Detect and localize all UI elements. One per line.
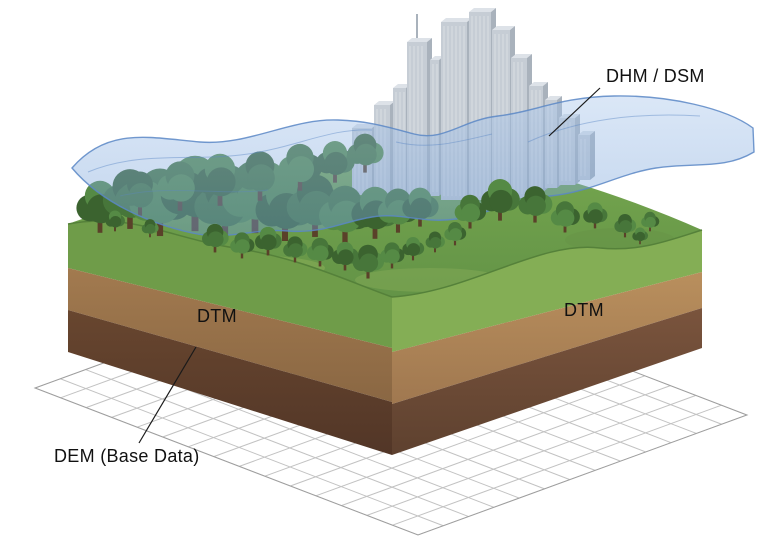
- building-roof: [545, 96, 562, 100]
- tree-canopy: [260, 234, 277, 251]
- tree: [632, 227, 649, 245]
- tree: [454, 194, 487, 229]
- annotations: DHM / DSM DTM DTM DEM (Base Data): [54, 66, 705, 466]
- tree-canopy: [312, 245, 329, 262]
- tree-canopy: [619, 220, 633, 234]
- left-face-tan-layer: [68, 268, 392, 402]
- tree: [641, 211, 660, 232]
- dsm-surface-fold: [87, 129, 373, 173]
- grid-line: [392, 404, 722, 526]
- tree: [583, 202, 608, 229]
- right-face-brown-layer: [392, 308, 702, 455]
- tree-canopy: [359, 253, 379, 273]
- terrain-front-right-edge: [391, 229, 703, 298]
- building-roof: [511, 54, 532, 58]
- building-roof: [492, 26, 515, 30]
- trees-front: [105, 179, 660, 279]
- dsm-leader-line: [548, 87, 601, 137]
- tree: [444, 221, 467, 246]
- building-roof: [430, 56, 444, 60]
- tree: [518, 186, 553, 223]
- tree-canopy: [588, 209, 603, 224]
- building-roof: [469, 8, 496, 12]
- tree-canopy: [109, 215, 122, 228]
- tree: [380, 242, 405, 269]
- tree: [550, 201, 580, 233]
- tree-canopy: [645, 216, 656, 228]
- grid-line: [315, 375, 646, 497]
- dsm-surface-sheet: [71, 95, 755, 237]
- dsm-surface-fold: [527, 114, 701, 143]
- tree: [352, 244, 385, 279]
- grid-line: [366, 394, 697, 516]
- dtm-left-label: DTM: [197, 306, 237, 326]
- building-roof: [441, 18, 472, 22]
- left-face-brown-layer: [68, 310, 392, 455]
- tree: [105, 210, 125, 232]
- dsm-label: DHM / DSM: [606, 66, 705, 86]
- tree: [255, 226, 282, 256]
- dsm-surface-fold: [395, 133, 493, 146]
- tree: [425, 231, 445, 253]
- tree-canopy: [337, 249, 354, 266]
- tree: [141, 219, 159, 238]
- tree: [402, 236, 425, 261]
- dtm-right-label: DTM: [564, 300, 604, 320]
- building-roof: [529, 82, 548, 86]
- tree: [230, 232, 255, 259]
- tree-canopy: [145, 223, 156, 234]
- tree-canopy: [461, 203, 481, 223]
- dsm-surface: [71, 95, 755, 237]
- grid-line: [341, 385, 671, 507]
- tree-canopy: [235, 239, 250, 254]
- building-roof: [374, 101, 395, 105]
- tree-canopy: [557, 209, 575, 227]
- tree: [332, 241, 359, 271]
- building-roof: [393, 84, 411, 88]
- building-front-face: [430, 60, 439, 196]
- dem-label: DEM (Base Data): [54, 446, 200, 466]
- grid-line: [60, 378, 444, 527]
- tree: [614, 213, 637, 238]
- tree-canopy: [207, 231, 224, 248]
- tree-canopy: [385, 249, 400, 264]
- tree-canopy: [429, 236, 442, 249]
- tree: [481, 179, 520, 221]
- tree: [202, 223, 229, 253]
- building-roof: [407, 38, 432, 42]
- right-face-tan-layer: [392, 272, 702, 404]
- tree-canopy: [489, 189, 513, 213]
- tree-canopy: [525, 195, 546, 216]
- left-face-grass-layer: [68, 220, 392, 348]
- tree-canopy: [407, 243, 421, 257]
- tree-canopy: [288, 243, 303, 258]
- tree-canopy: [449, 228, 463, 242]
- tree: [283, 236, 308, 263]
- dem-leader-line: [138, 346, 197, 444]
- right-face-grass-layer: [392, 230, 702, 352]
- tree: [307, 237, 334, 267]
- tree-canopy: [635, 231, 646, 242]
- grid-line: [85, 369, 469, 518]
- dsm-surface-fold: [119, 189, 269, 197]
